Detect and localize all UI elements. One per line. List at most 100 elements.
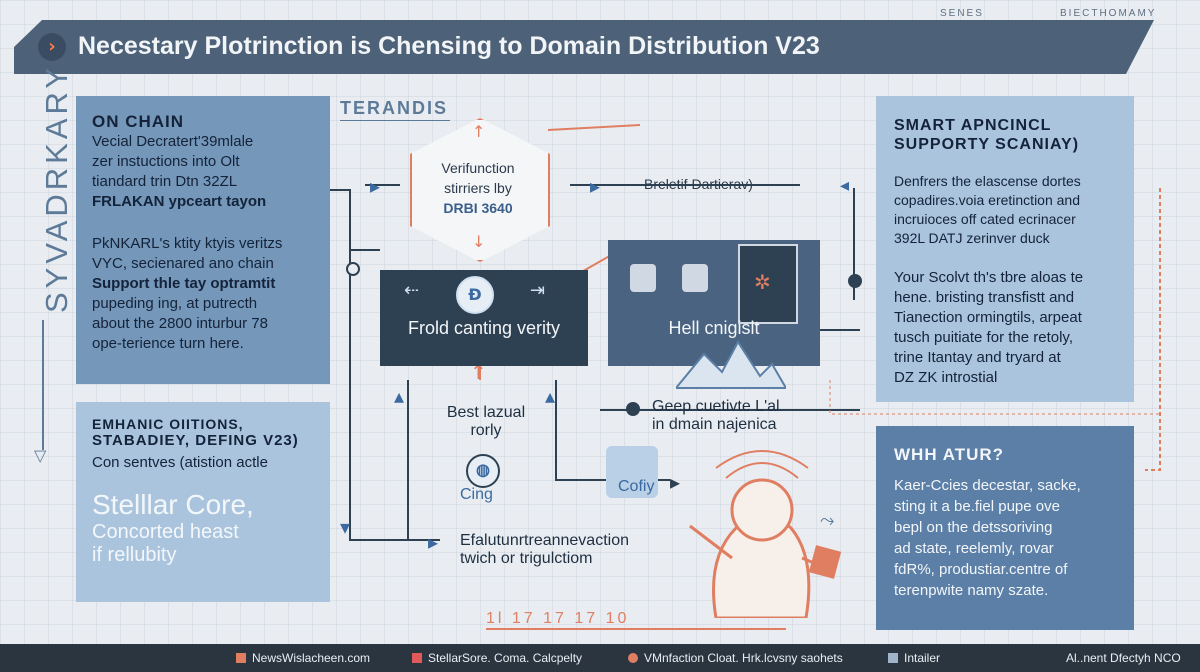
right-bottom-heading: WHH ATUR? <box>894 445 1005 464</box>
server-icon-2 <box>682 264 708 292</box>
footer-item-1[interactable]: NewsWislacheen.com <box>236 651 370 665</box>
left-bottom-panel: EMHANIC OIITIONS, STABADIEY, DEFING V23)… <box>76 402 330 602</box>
title-banner <box>14 20 1154 74</box>
node-dot-2 <box>848 274 862 288</box>
node-dot <box>346 262 360 276</box>
hex-text: Verifunction stirriers lby DRBI 3640 <box>420 158 536 218</box>
footer-item-1-label: NewsWislacheen.com <box>252 651 371 665</box>
orange-up-arrow-icon: ↑ <box>470 360 487 384</box>
left-top-body-3: Support thle tay optramtit <box>92 275 276 292</box>
best-line-2: rorly <box>470 422 502 439</box>
server-icon <box>630 264 656 292</box>
right-top-body-6: DZ ZK introstial <box>894 369 998 386</box>
footer-item-5[interactable]: Al..nent Dfectyh NCO <box>1066 651 1181 665</box>
right-bottom-line-6: terenpwite namy szate. <box>894 582 1049 599</box>
right-top-line-4: 392L DATJ zerinver duck <box>894 230 1050 246</box>
side-line <box>42 320 44 450</box>
timeline-line <box>486 628 786 630</box>
right-top-heading-1: SMART APNCINCL <box>894 117 1052 134</box>
left-bottom-big-2: Concorted heast <box>92 521 239 543</box>
footer-item-3-label: VMnfaction Cloat. Hrk.lcvsny saohets <box>644 651 843 665</box>
left-bottom-heading-1: EMHANIC OIITIONS, <box>92 416 244 432</box>
right-top-body-5: trine Itantay and tryard at <box>894 349 1061 366</box>
document-icon <box>738 244 798 324</box>
hex-line-2: stirriers lby <box>444 180 512 196</box>
arrow-right-icon: ▸ <box>370 174 381 198</box>
top-meta-left: SENES <box>940 8 984 19</box>
left-top-body-2: VYC, secienared ano chain <box>92 255 274 272</box>
bottom-line-2: twich or trigulctiom <box>460 550 593 567</box>
bitcoin-icon: Ð <box>456 276 494 314</box>
right-bottom-panel: WHH ATUR? Kaer-Ccies decestar, sacke, st… <box>876 426 1134 630</box>
arrow-up-icon-2: ▴ <box>545 384 556 408</box>
left-top-body-6: ope-terience turn here. <box>92 335 244 352</box>
hex-down-arrow-icon: ↓ <box>472 232 486 251</box>
down-arrow-icon: ▽ <box>34 446 47 465</box>
node-dot-3 <box>626 402 640 416</box>
left-top-line-2: zer instuctions into Olt <box>92 153 240 170</box>
installer-icon <box>888 653 898 663</box>
center-box-right-label: Hell cnigislt <box>668 318 760 338</box>
arrow-right-icon-2: ▸ <box>428 530 439 554</box>
left-bottom-subtitle: Con sentves (atistion actle <box>92 454 268 471</box>
right-bottom-line-1: Kaer-Ccies decestar, sacke, <box>894 477 1081 494</box>
gear-icon: ✲ <box>754 270 771 294</box>
best-line-1: Best lazual <box>446 404 526 421</box>
arrow-right-icon-4: ▸ <box>670 470 681 494</box>
right-top-body-4: tusch puitiate for the retoly, <box>894 329 1073 346</box>
config-tile-icon <box>606 446 658 498</box>
footer-item-4-label: Intailer <box>904 651 941 665</box>
chevron-right-icon: › <box>38 33 66 61</box>
right-top-heading-2: SUPPORTY SCANIAY) <box>894 136 1080 153</box>
hex-up-arrow-icon: ↑ <box>472 122 486 141</box>
geep-line-2: in dmain najenica <box>652 416 777 433</box>
arrow-left-icon-2: ⇠ <box>404 280 420 301</box>
right-bottom-line-4: ad state, reelemly, rovar <box>894 540 1054 557</box>
right-bottom-line-2: sting it a be.fiel pupe ove <box>894 498 1060 515</box>
arrow-right-icon-3: ▸ <box>590 174 601 198</box>
mountain-icon <box>676 340 786 389</box>
cing-label: Cing <box>460 486 493 503</box>
mascot-illustration <box>689 450 842 618</box>
right-top-body-1: Your Scolvt th's tbre aloas te <box>894 269 1084 286</box>
center-box-left: Ð ⇠ ⇥ Frold canting verity <box>380 270 588 366</box>
left-top-line-4: FRLAKAN ypceart tayon <box>92 193 267 210</box>
left-top-line-1: Vecial Decratert'39mlale <box>92 133 254 150</box>
left-top-body-1: PkNKARL's ktity ktyis veritzs <box>92 235 283 252</box>
cofig-label: Cofiy <box>618 478 655 495</box>
geep-line-1: Geep cuetivte L'al <box>652 398 780 415</box>
section-underline <box>340 120 450 121</box>
right-top-line-2: copadires.voia eretinction and <box>894 192 1081 208</box>
best-label: Best lazual rorly <box>436 404 536 440</box>
store-icon <box>412 653 422 663</box>
hex-line-1: Verifunction <box>441 160 515 176</box>
left-bottom-big-1: Stelllar Core, <box>92 489 254 520</box>
left-bottom-heading-2: STABADIEY, DEFING V23) <box>92 432 299 449</box>
globe-icon: ◍ <box>466 454 500 488</box>
right-top-panel: SMART APNCINCL SUPPORTY SCANIAY) Denfrer… <box>876 96 1134 402</box>
footer-item-3[interactable]: VMnfaction Cloat. Hrk.lcvsny saohets <box>628 651 843 665</box>
arrow-label: Breletif Dartierav) <box>644 176 753 192</box>
section-title: TERANDIS <box>340 98 449 118</box>
timeline-label: 1l 17 17 17 10 <box>486 610 630 627</box>
right-top-line-3: incruioces off cated ecrinacer <box>894 211 1076 227</box>
right-top-body-3: Tianection ormingtils, arpeat <box>894 309 1082 326</box>
news-icon <box>236 653 246 663</box>
footer-item-4[interactable]: Intailer <box>888 651 940 665</box>
footer-item-2-label: StellarSore. Coma. Calcpelty <box>428 651 583 665</box>
top-meta-right: BIECTHOMAMY <box>1060 8 1157 19</box>
left-top-line-3: tiandard trin Dtn 32ZL <box>92 173 238 190</box>
right-bottom-line-3: bepl on the detssoriving <box>894 519 1053 536</box>
left-top-body-5: about the 2800 inturbur 78 <box>92 315 268 332</box>
bottom-label: Efalutunrtreannevaction twich or trigulc… <box>460 532 629 568</box>
left-top-heading: ON CHAIN <box>92 112 185 131</box>
arrow-left-icon: ◂ <box>840 175 850 196</box>
footer-item-2[interactable]: StellarSore. Coma. Calcpelty <box>412 651 582 665</box>
left-top-panel: ON CHAIN Vecial Decratert'39mlale zer in… <box>76 96 330 384</box>
right-top-body-2: hene. bristing transfistt and <box>894 289 1075 306</box>
arrow-up-icon: ▴ <box>394 384 405 408</box>
geep-label: Geep cuetivte L'al in dmain najenica <box>652 398 780 434</box>
cloud-icon <box>628 653 638 663</box>
hex-line-3: DRBI 3640 <box>443 200 513 216</box>
left-top-body-4: pupeding ing, at putrecth <box>92 295 258 312</box>
